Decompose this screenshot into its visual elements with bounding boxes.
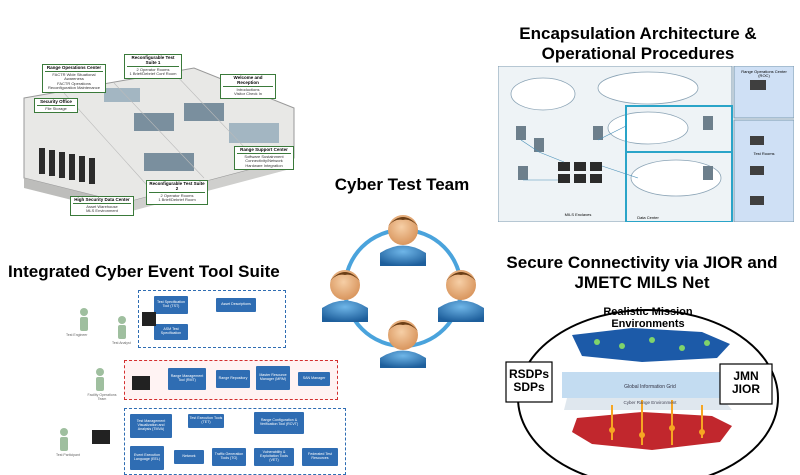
cyber-test-team-heading: Cyber Test Team bbox=[334, 175, 470, 194]
tool-suite-users-illustration bbox=[60, 308, 156, 451]
team-circle-illustration bbox=[322, 215, 484, 368]
role-label: Test Engineer bbox=[66, 333, 88, 337]
callout-range-support-center: Range Support Center Software Sustainmen… bbox=[234, 146, 294, 171]
role-label: Test Analyst bbox=[112, 341, 131, 345]
tool-tmva: Test Management Visualization and Analys… bbox=[130, 414, 172, 438]
tool-vulnerability-exploitation: Vulnerability & Exploitation Tools (VET) bbox=[254, 448, 294, 466]
encap-side-bottom-label: Test Rooms bbox=[753, 151, 775, 156]
role-label: Test Participant bbox=[56, 453, 80, 457]
secure-connectivity-diagram: Realistic Mission Environments RSDPs SDP… bbox=[502, 300, 794, 475]
tool-event-execution-language: Event Execution Language (EEL) bbox=[130, 446, 164, 470]
callout-test-suite-2: Reconfigurable Test Suite 2 2 Operator R… bbox=[146, 180, 208, 205]
encap-mils-label: MILS Enclaves bbox=[564, 212, 592, 217]
secure-connectivity-heading: Secure Connectivity via JIOR and JMETC M… bbox=[506, 253, 778, 292]
tool-asset-descriptions: Asset Descriptions bbox=[216, 298, 256, 312]
callout-high-security-data-center: High Security Data Center Asset Warehous… bbox=[70, 196, 134, 216]
cyber-test-team-graphic bbox=[318, 198, 488, 368]
tool-network: Network bbox=[174, 450, 204, 464]
callout-security-office: Security Office File Storage bbox=[34, 98, 78, 114]
network-lower-label: Cyber Range Environment bbox=[623, 400, 677, 405]
person-icon bbox=[380, 320, 426, 368]
tool-suite-diagram: Test Specification Tool (TST) Asset Desc… bbox=[56, 290, 346, 475]
tool-range-configuration: Range Configuration & Verification Tool … bbox=[254, 412, 304, 434]
tool-range-management: Range Management Tool (RMT) bbox=[168, 368, 206, 390]
network-left-label: RSDPs SDPs bbox=[508, 367, 549, 395]
callout-range-operations-center: Range Operations Center FACTR Wide Situa… bbox=[42, 64, 106, 93]
tool-test-execution: Test Execution Tools (TET) bbox=[188, 414, 224, 428]
encap-side-top-label: Range Operations Center (ROC) bbox=[741, 69, 787, 79]
tool-test-specification: Test Specification Tool (TST) bbox=[154, 296, 188, 314]
tool-group-top bbox=[138, 290, 286, 348]
tool-traffic-generation: Traffic Generation Tools (TG) bbox=[212, 448, 246, 466]
encapsulation-diagram: Range Operations Center (ROC) Test Rooms… bbox=[497, 65, 795, 223]
facility-floorplan: Range Operations Center FACTR Wide Situa… bbox=[4, 28, 304, 228]
tool-range-repository: Range Repository bbox=[216, 370, 250, 388]
tool-federated-test-resources: Federated Test Resources bbox=[302, 448, 338, 466]
tool-san-manager: SAN Manager bbox=[298, 372, 330, 386]
role-label: Facility Operations Team bbox=[87, 393, 117, 401]
network-right-label: JMN JIOR bbox=[731, 369, 760, 397]
encap-footer-label: Data Center bbox=[637, 215, 659, 220]
tool-master-resource-manager: Master Resource Manager (MRM) bbox=[256, 366, 290, 390]
network-globe-illustration bbox=[505, 309, 779, 475]
encapsulation-heading: Encapsulation Architecture & Operational… bbox=[519, 24, 757, 63]
network-mid-label: Global Information Grid bbox=[624, 384, 676, 390]
network-top-label: Realistic Mission Environments bbox=[603, 306, 693, 331]
person-icon bbox=[322, 270, 368, 322]
tool-suite-heading: Integrated Cyber Event Tool Suite bbox=[8, 262, 280, 281]
person-icon bbox=[380, 215, 426, 266]
callout-test-suite-1: Reconfigurable Test Suite 1 2 Operator R… bbox=[124, 54, 182, 79]
tool-asm-test-spec: ASM Test Specification bbox=[154, 324, 188, 340]
person-icon bbox=[438, 270, 484, 322]
encapsulation-illustration bbox=[497, 65, 795, 223]
